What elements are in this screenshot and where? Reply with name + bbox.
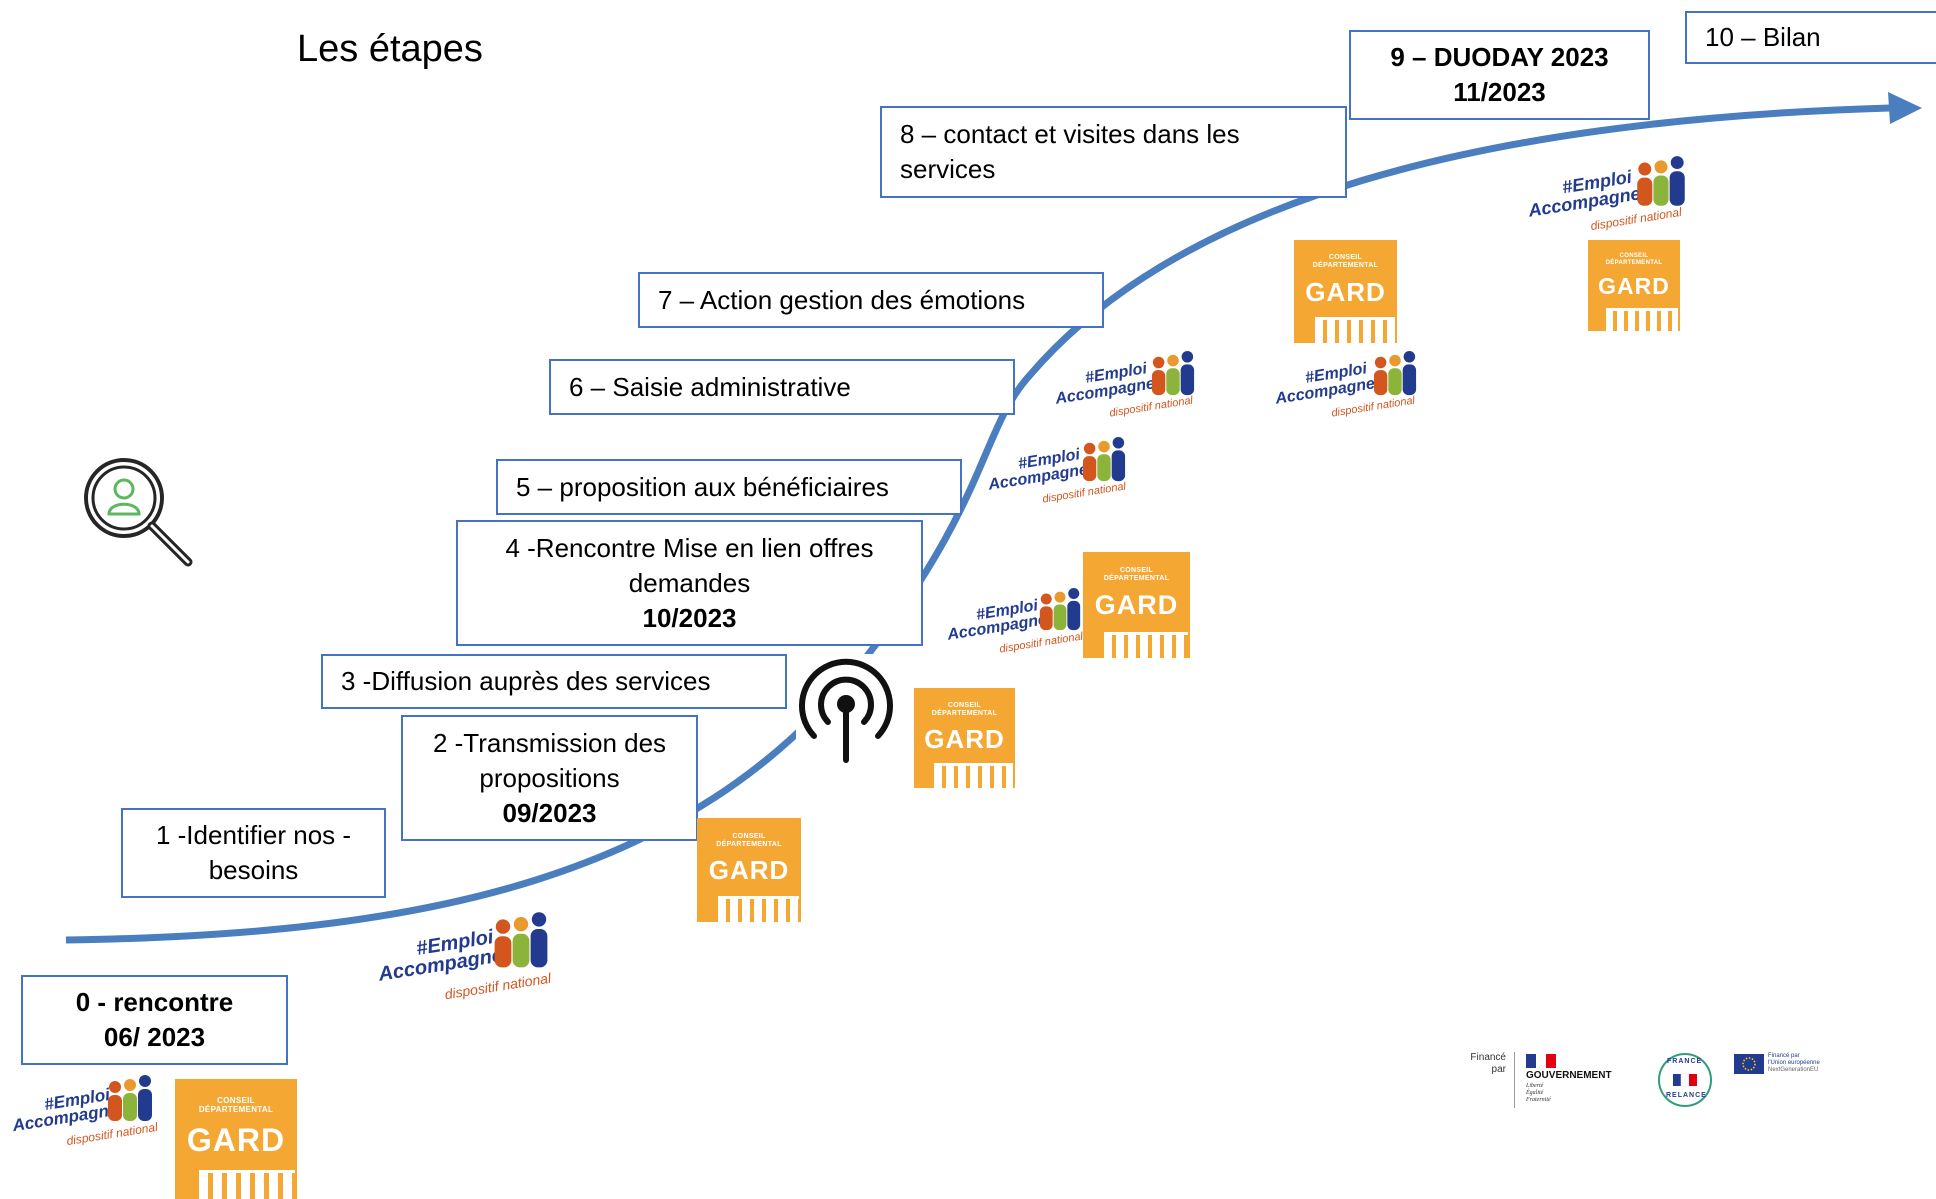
step-0-date: 06/ 2023 bbox=[103, 1022, 206, 1052]
gard-word: GARD bbox=[1598, 272, 1670, 299]
eu-line3: NextGenerationEU bbox=[1768, 1067, 1819, 1073]
gard-line2: DÉPARTEMENTAL bbox=[1605, 259, 1663, 266]
emploi-line3: dispositif national bbox=[443, 969, 552, 1003]
people-icon bbox=[1637, 156, 1685, 206]
emploi-accompagne-logo: #Emploi Accompagne dispositif national bbox=[376, 912, 556, 1012]
emploi-accompagne-logo: #Emploi Accompagne dispositif national bbox=[10, 1075, 159, 1155]
gard-line1: CONSEIL bbox=[947, 702, 982, 709]
gard-word: GARD bbox=[186, 1122, 286, 1159]
france-label: FRANCE bbox=[1667, 1058, 1703, 1065]
eu-label: Financé par l'Union européenne NextGener… bbox=[1768, 1053, 1820, 1074]
gard-word: GARD bbox=[924, 724, 1005, 754]
step-0-label: 0 - rencontre bbox=[75, 987, 234, 1017]
gard-line1: CONSEIL bbox=[732, 832, 766, 840]
funding-logos: Financé par GOUVERNEMENT Liberté Égalité… bbox=[1460, 1050, 1840, 1112]
emploi-accompagne-logo: #Emploi Accompagne dispositif national bbox=[1273, 351, 1421, 427]
step-6-label: 6 – Saisie administrative bbox=[569, 371, 851, 402]
step-2-label: 2 -Transmission des bbox=[432, 727, 667, 758]
page-title: Les étapes bbox=[297, 28, 483, 70]
gard-line1: CONSEIL bbox=[1619, 252, 1649, 259]
gard-line2: DÉPARTEMENTAL bbox=[1103, 574, 1170, 582]
eu-flag-icon bbox=[1734, 1054, 1764, 1074]
step-3-box: 3 -Diffusion auprès des services bbox=[321, 654, 787, 709]
step-8-box: 8 – contact et visites dans les services bbox=[880, 106, 1347, 198]
people-icon bbox=[494, 912, 548, 968]
people-icon bbox=[1039, 588, 1081, 631]
gard-line2: DÉPARTEMENTAL bbox=[1312, 262, 1379, 270]
people-icon bbox=[108, 1075, 152, 1121]
step-7-box: 7 – Action gestion des émotions bbox=[638, 272, 1104, 328]
step-2-box: 2 -Transmission des propositions 09/2023 bbox=[401, 715, 698, 841]
step-4-label: 4 -Rencontre Mise en lien offres bbox=[505, 532, 874, 563]
step-7-label: 7 – Action gestion des émotions bbox=[658, 284, 1026, 315]
step-4-date: 10/2023 bbox=[642, 602, 737, 633]
step-6-box: 6 – Saisie administrative bbox=[549, 359, 1015, 415]
step-10-label: 10 – Bilan bbox=[1705, 22, 1821, 52]
step-1-box: 1 -Identifier nos - besoins bbox=[121, 808, 386, 898]
step-8-label-cont: services bbox=[900, 154, 996, 184]
step-2-label-cont: propositions bbox=[479, 762, 620, 793]
step-1-label-cont: besoins bbox=[208, 855, 299, 885]
step-4-label-cont: demandes bbox=[628, 567, 751, 598]
step-9-label: 9 – DUODAY 2023 bbox=[1390, 42, 1609, 72]
gard-word: GARD bbox=[1094, 590, 1179, 621]
gard-line2: DÉPARTEMENTAL bbox=[716, 840, 782, 848]
step-2-date: 09/2023 bbox=[502, 797, 597, 828]
devise: Liberté Égalité Fraternité bbox=[1526, 1083, 1551, 1104]
devise-line1: Liberté bbox=[1526, 1083, 1544, 1089]
step-4-box: 4 -Rencontre Mise en lien offres demande… bbox=[456, 520, 923, 646]
devise-line3: Fraternité bbox=[1526, 1097, 1551, 1103]
step-8-label: 8 – contact et visites dans les bbox=[900, 119, 1240, 149]
step-1-label: 1 -Identifier nos - bbox=[155, 820, 352, 850]
gard-line1: CONSEIL bbox=[1328, 254, 1363, 262]
people-icon bbox=[1082, 437, 1126, 482]
gard-line1: CONSEIL bbox=[1119, 566, 1154, 574]
emploi-accompagne-logo: #Emploi Accompagne dispositif national bbox=[1053, 351, 1199, 427]
france-relance-icon bbox=[1658, 1053, 1712, 1107]
finance-par-label: Financé par bbox=[1462, 1052, 1506, 1076]
magnifier-person-icon bbox=[84, 458, 193, 567]
emploi-accompagne-logo: #Emploi Accompagne dispositif national bbox=[1526, 156, 1688, 240]
gard-word: GARD bbox=[1305, 277, 1386, 308]
finance-par-line1: Financé bbox=[1470, 1052, 1506, 1063]
step-10-box: 10 – Bilan bbox=[1685, 11, 1936, 64]
step-5-box: 5 – proposition aux bénéficiaires bbox=[496, 459, 962, 515]
people-icon bbox=[1151, 351, 1195, 396]
emploi-accompagne-logo: #Emploi Accompagne dispositif national bbox=[945, 588, 1085, 662]
people-icon bbox=[1373, 351, 1417, 396]
gard-line1: CONSEIL bbox=[217, 1095, 255, 1105]
antenna-signal-icon bbox=[796, 654, 896, 766]
eu-line2: l'Union européenne bbox=[1768, 1060, 1820, 1066]
step-9-box: 9 – DUODAY 2023 11/2023 bbox=[1349, 30, 1650, 120]
emploi-accompagne-logo: #Emploi Accompagne dispositif national bbox=[986, 437, 1131, 513]
gard-line2: DÉPARTEMENTAL bbox=[198, 1104, 274, 1114]
gouvernement-label: GOUVERNEMENT bbox=[1526, 1070, 1612, 1081]
devise-line2: Égalité bbox=[1526, 1090, 1544, 1096]
gard-line2: DÉPARTEMENTAL bbox=[931, 710, 998, 717]
gard-word: GARD bbox=[708, 855, 790, 886]
step-9-date: 11/2023 bbox=[1453, 77, 1546, 107]
finance-par-line2: par bbox=[1491, 1064, 1506, 1075]
step-3-label: 3 -Diffusion auprès des services bbox=[341, 666, 711, 696]
step-5-label: 5 – proposition aux bénéficiaires bbox=[516, 471, 889, 502]
step-0-box: 0 - rencontre 06/ 2023 bbox=[21, 975, 288, 1065]
marianne-flag-icon bbox=[1526, 1054, 1556, 1068]
relance-label: RELANCE bbox=[1666, 1092, 1707, 1099]
eu-line1: Financé par bbox=[1768, 1053, 1800, 1059]
